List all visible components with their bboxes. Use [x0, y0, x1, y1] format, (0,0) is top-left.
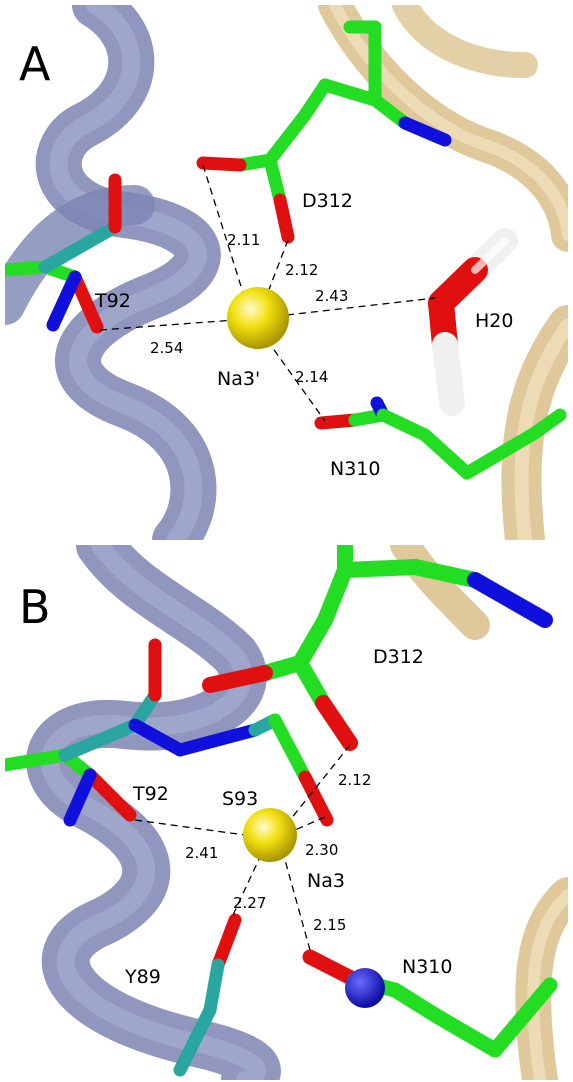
blue-helix-ribbon [26, 545, 281, 1080]
ion-label: Na3' [217, 368, 260, 390]
distance-label: 2.15 [313, 916, 346, 934]
distance-label: 2.11 [227, 231, 260, 249]
nitrogen-atom-sphere [345, 968, 385, 1008]
panel-a-structure: A D312 T92 H20 N310 Na3' 2.11 2.12 2.43 … [5, 5, 568, 540]
t92-residue-sticks [5, 173, 122, 334]
ion-label: Na3 [307, 870, 345, 892]
distance-label: 2.12 [338, 771, 371, 789]
sodium-ion-sphere [227, 287, 289, 349]
residue-label-y89: Y89 [124, 966, 161, 988]
n310-residue-sticks [314, 396, 567, 480]
distance-label: 2.14 [295, 368, 328, 386]
distance-label: 2.12 [285, 261, 318, 279]
residue-label-n310: N310 [402, 956, 452, 978]
panel-letter: A [19, 37, 51, 91]
d312-residue-sticks [196, 20, 452, 244]
residue-label-t92: T92 [132, 783, 169, 805]
coordination-bonds [134, 744, 351, 951]
sodium-ion-sphere [243, 808, 297, 862]
residue-label-s93: S93 [222, 788, 258, 810]
y89-residue-sticks [173, 913, 242, 1077]
distance-label: 2.41 [185, 844, 218, 862]
panel-b-structure: B D312 T92 S93 Y89 N310 Na3 2.12 2.30 2.… [5, 545, 568, 1080]
t92-s93-residue-sticks [5, 638, 334, 827]
residue-label-d312: D312 [373, 646, 424, 668]
distance-label: 2.27 [233, 894, 266, 912]
distance-label: 2.43 [315, 287, 348, 305]
panel-b: B D312 T92 S93 Y89 N310 Na3 2.12 2.30 2.… [5, 545, 568, 1080]
d312-residue-sticks [202, 545, 553, 751]
panel-a: A D312 T92 H20 N310 Na3' 2.11 2.12 2.43 … [5, 5, 568, 540]
residue-label-d312: D312 [302, 190, 353, 212]
residue-label-n310: N310 [330, 458, 380, 480]
distance-label: 2.54 [150, 339, 183, 357]
distance-label: 2.30 [305, 841, 338, 859]
panel-letter: B [19, 580, 51, 634]
residue-label-t92: T92 [94, 290, 131, 312]
tan-ribbon [318, 5, 568, 540]
coordination-bonds [99, 164, 436, 422]
tan-ribbon [390, 545, 568, 1080]
residue-label-h20: H20 [475, 310, 513, 332]
h20-water-sticks [428, 228, 518, 416]
